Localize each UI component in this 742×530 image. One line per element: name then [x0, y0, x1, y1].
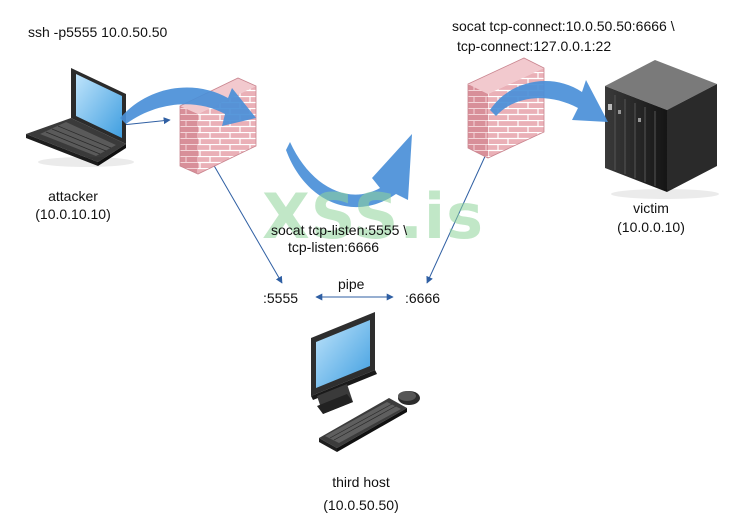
- firewall-to-port5555-line: [204, 149, 283, 284]
- curved-arrow-attacker: [120, 87, 256, 126]
- ssh-command-label: ssh -p5555 10.0.50.50: [28, 24, 168, 40]
- socat-connect-line1: socat tcp-connect:10.0.50.50:6666 \: [452, 18, 675, 34]
- traffic-arrows: [120, 80, 608, 208]
- pipe-label: pipe: [338, 276, 365, 292]
- curved-arrow-victim: [490, 80, 608, 122]
- third-host-ip: (10.0.50.50): [323, 497, 399, 513]
- curved-arrow-third-host: [286, 134, 412, 208]
- laptop-icon: [26, 68, 134, 167]
- attacker-ip: (10.0.10.10): [35, 206, 111, 222]
- firewall-icon: [467, 57, 545, 159]
- port-6666-label: :6666: [405, 290, 441, 306]
- third-host-name: third host: [332, 474, 390, 490]
- watermark: XSS.is: [262, 180, 485, 253]
- port-5555-label: :5555: [263, 290, 299, 306]
- socat-listen-line1: socat tcp-listen:5555 \: [271, 222, 408, 238]
- server-icon: [605, 60, 719, 199]
- socat-listen-line2: tcp-listen:6666: [288, 239, 380, 255]
- victim-name: victim: [633, 200, 669, 216]
- victim-ip: (10.0.0.10): [617, 219, 685, 235]
- attacker-to-firewall-line: [121, 117, 171, 126]
- attacker-name: attacker: [48, 188, 98, 204]
- desktop-computer-icon: [311, 312, 420, 452]
- socat-connect-line2: tcp-connect:127.0.0.1:22: [457, 38, 612, 54]
